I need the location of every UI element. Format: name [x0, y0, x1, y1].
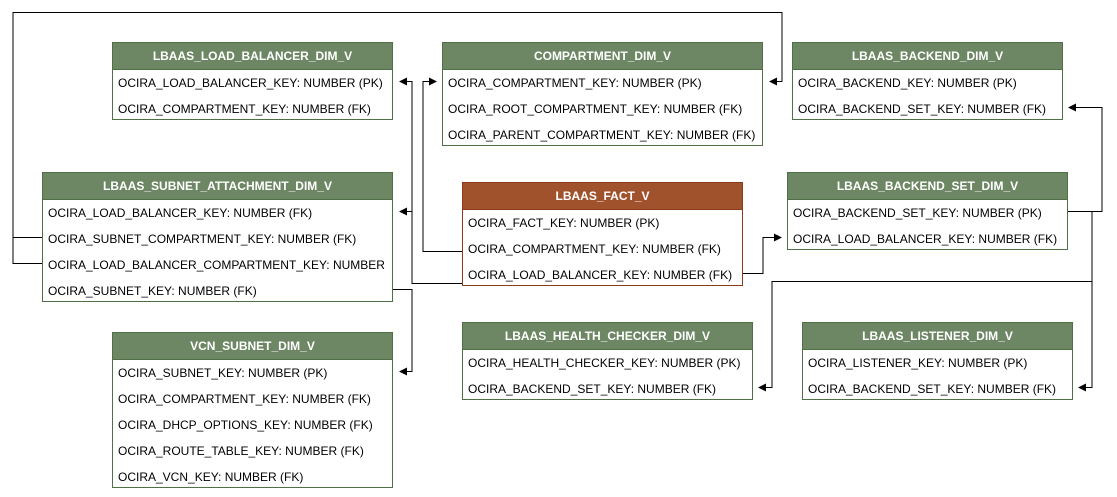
entity-field: OCIRA_LOAD_BALANCER_KEY: NUMBER (FK)	[48, 206, 313, 220]
entity-compartment-dim-v: COMPARTMENT_DIM_V OCIRA_COMPARTMENT_KEY:…	[442, 42, 763, 146]
entity-header: LBAAS_LOAD_BALANCER_DIM_V	[113, 43, 392, 70]
entity-field: OCIRA_LOAD_BALANCER_KEY: NUMBER (FK)	[793, 232, 1058, 246]
entity-field: OCIRA_ROOT_COMPARTMENT_KEY: NUMBER (FK)	[448, 102, 743, 116]
entity-lbaas-listener-dim-v: LBAAS_LISTENER_DIM_V OCIRA_LISTENER_KEY:…	[802, 322, 1073, 400]
entity-field: OCIRA_COMPARTMENT_KEY: NUMBER (FK)	[468, 242, 721, 256]
edge-lb-compartment-to-compartment	[12, 237, 43, 264]
entity-field: OCIRA_BACKEND_SET_KEY: NUMBER (FK)	[468, 382, 717, 396]
entity-field: OCIRA_VCN_KEY: NUMBER (FK)	[118, 470, 304, 484]
edge-fact-compartment-to-compartment	[422, 77, 463, 252]
entity-field: OCIRA_BACKEND_SET_KEY: NUMBER (FK)	[808, 382, 1057, 396]
entity-field: OCIRA_BACKEND_KEY: NUMBER (PK)	[798, 76, 1017, 90]
entity-lbaas-subnet-attachment-dim-v: LBAAS_SUBNET_ATTACHMENT_DIM_V OCIRA_LOAD…	[42, 172, 393, 302]
entity-field: OCIRA_COMPARTMENT_KEY: NUMBER (PK)	[448, 76, 702, 90]
entity-field: OCIRA_SUBNET_KEY: NUMBER (FK)	[48, 284, 257, 298]
entity-field: OCIRA_BACKEND_SET_KEY: NUMBER (FK)	[798, 102, 1047, 116]
entity-header: LBAAS_BACKEND_DIM_V	[793, 43, 1062, 70]
entity-field: OCIRA_PARENT_COMPARTMENT_KEY: NUMBER (FK…	[448, 128, 756, 142]
entity-field: OCIRA_HEALTH_CHECKER_KEY: NUMBER (PK)	[468, 356, 741, 370]
entity-field: OCIRA_SUBNET_KEY: NUMBER (PK)	[118, 366, 328, 380]
entity-header: LBAAS_SUBNET_ATTACHMENT_DIM_V	[43, 173, 392, 200]
entity-field: OCIRA_COMPARTMENT_KEY: NUMBER (FK)	[118, 102, 371, 116]
entity-lbaas-backend-dim-v: LBAAS_BACKEND_DIM_V OCIRA_BACKEND_KEY: N…	[792, 42, 1063, 120]
entity-header: LBAAS_BACKEND_SET_DIM_V	[788, 173, 1067, 200]
entity-header: COMPARTMENT_DIM_V	[443, 43, 762, 70]
entity-lbaas-backend-set-dim-v: LBAAS_BACKEND_SET_DIM_V OCIRA_BACKEND_SE…	[787, 172, 1068, 250]
entity-field: OCIRA_LOAD_BALANCER_KEY: NUMBER (FK)	[468, 268, 733, 282]
entity-field: OCIRA_LOAD_BALANCER_KEY: NUMBER (PK)	[118, 76, 383, 90]
entity-field: OCIRA_LOAD_BALANCER_COMPARTMENT_KEY: NUM…	[48, 258, 385, 272]
entity-field: OCIRA_DHCP_OPTIONS_KEY: NUMBER (FK)	[118, 418, 373, 432]
entity-field: OCIRA_LISTENER_KEY: NUMBER (PK)	[808, 356, 1028, 370]
entity-vcn-subnet-dim-v: VCN_SUBNET_DIM_V OCIRA_SUBNET_KEY: NUMBE…	[112, 332, 393, 488]
edge-fact-lb-to-backend-set	[743, 233, 782, 274]
entity-header: LBAAS_HEALTH_CHECKER_DIM_V	[463, 323, 752, 350]
entity-lbaas-load-balancer-dim-v: LBAAS_LOAD_BALANCER_DIM_V OCIRA_LOAD_BAL…	[112, 42, 393, 120]
entity-header: VCN_SUBNET_DIM_V	[113, 333, 392, 360]
entity-field: OCIRA_SUBNET_COMPARTMENT_KEY: NUMBER (FK…	[48, 232, 357, 246]
entity-field: OCIRA_BACKEND_SET_KEY: NUMBER (PK)	[793, 206, 1042, 220]
entity-field: OCIRA_ROUTE_TABLE_KEY: NUMBER (FK)	[118, 444, 364, 458]
edge-backend-set-to-listener	[1078, 211, 1093, 392]
entity-lbaas-fact-v: LBAAS_FACT_V OCIRA_FACT_KEY: NUMBER (PK)…	[462, 182, 743, 286]
edge-fact-lb-to-load-balancer	[399, 77, 463, 284]
edge-subnet-key-to-vcn-subnet	[393, 289, 413, 376]
edge-backend-set-to-health-checker	[758, 281, 1092, 392]
entity-header: LBAAS_LISTENER_DIM_V	[803, 323, 1072, 350]
edge-backend-set-to-backend	[1068, 103, 1103, 212]
entity-lbaas-health-checker-dim-v: LBAAS_HEALTH_CHECKER_DIM_V OCIRA_HEALTH_…	[462, 322, 753, 400]
entity-header: LBAAS_FACT_V	[463, 183, 742, 210]
edge-subnet-compartment-to-compartment	[12, 12, 783, 238]
entity-field: OCIRA_COMPARTMENT_KEY: NUMBER (FK)	[118, 392, 371, 406]
entity-field: OCIRA_FACT_KEY: NUMBER (PK)	[468, 216, 660, 230]
